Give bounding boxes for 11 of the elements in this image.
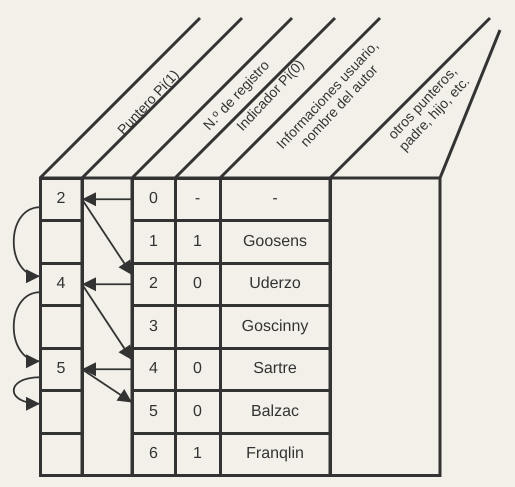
arrow: [12, 206, 40, 281]
arrow: [82, 368, 132, 404]
pointer-cell: 2: [38, 176, 84, 222]
arrow: [12, 291, 40, 366]
arrow: [81, 284, 133, 360]
arrow: [82, 277, 132, 292]
register-number-cell: 0: [130, 176, 176, 222]
arrow: [82, 192, 132, 206]
arrow: [82, 362, 132, 376]
arrow: [81, 198, 133, 276]
arrow: [13, 376, 40, 410]
